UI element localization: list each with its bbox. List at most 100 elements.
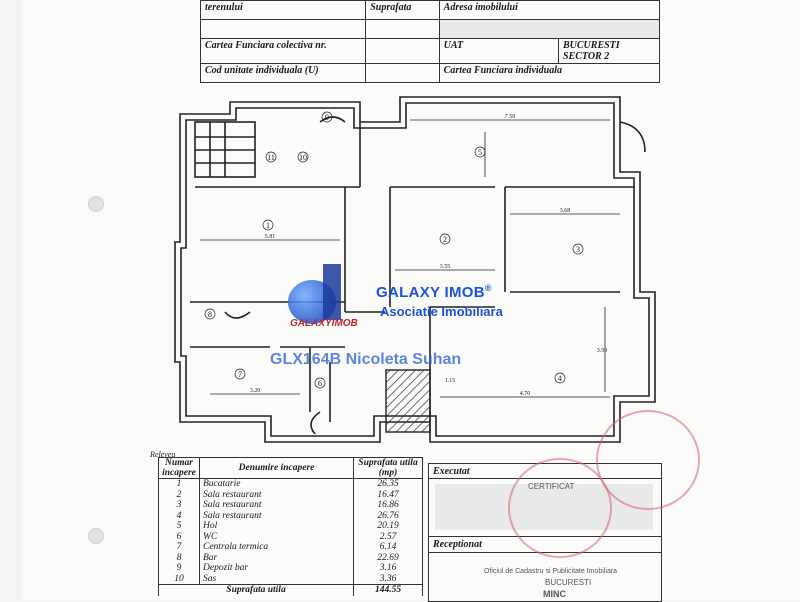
- legend-cell-nr: 6: [158, 531, 200, 542]
- cod-unitate-label: Cod unitate individuala (U): [199, 63, 367, 83]
- legend-cell-nr: 9: [158, 563, 200, 574]
- header-redacted-address: [438, 19, 661, 39]
- dim-4: 4.70: [520, 391, 531, 397]
- official-stamp-circle-2: [596, 410, 700, 510]
- floor-plan-drawing: 5.81 3.55 3.68 4.70 3.20 7.50 3.90 1.15 …: [174, 96, 656, 443]
- legend-title: Releveu: [150, 450, 176, 459]
- legend-cell-area: 6.14: [353, 542, 423, 553]
- cf-colectiva-label: Cartea Funciara colectiva nr.: [199, 38, 367, 64]
- dim-6: 7.50: [505, 114, 516, 120]
- room-number-10: 10: [299, 153, 307, 162]
- legend-cell-area: 26.35: [353, 478, 423, 490]
- legend-cell-area: 20.19: [353, 521, 423, 532]
- room-number-2: 2: [443, 235, 447, 244]
- legend-cell-name: Sala restaurant: [199, 500, 354, 511]
- watermark-agent: GLX164B Nicoleta Suhan: [270, 351, 462, 368]
- dim-7: 3.90: [597, 348, 608, 354]
- punch-hole-bottom: [88, 528, 104, 544]
- room-number-9: 9: [325, 113, 329, 122]
- executat-label: Executat: [433, 466, 470, 477]
- header-adresa-text: Adresa imobilului: [443, 2, 518, 13]
- header-table: terenului Suprafata Adresa imobilului Ca…: [199, 0, 661, 92]
- legend-cell-area: 26.76: [353, 510, 423, 521]
- door-arc-entrance: [619, 121, 646, 153]
- room-number-11: 11: [267, 153, 275, 162]
- legend-cell-nr: 8: [158, 552, 200, 563]
- registered-mark: ®: [484, 283, 492, 293]
- hatched-area: [385, 369, 431, 433]
- room-number-1: 1: [266, 221, 270, 230]
- stamp-text-certificat: CERTIFICAT: [528, 482, 575, 491]
- legend-cell-area: 3.16: [353, 563, 423, 574]
- legend-total-label: Suprafata utila: [158, 584, 354, 596]
- dim-8: 1.15: [445, 378, 456, 384]
- room-legend-table: Numar incapere Denumire incapere Suprafa…: [158, 457, 423, 596]
- legend-cell-name: Centrala termica: [199, 542, 354, 553]
- room-number-8: 8: [208, 310, 212, 319]
- dim-1: 5.81: [265, 234, 276, 240]
- legend-cell-area: 16.47: [353, 489, 423, 500]
- legend-cell-area: 3.36: [353, 573, 423, 585]
- header-cell-adresa: Adresa imobilului: [438, 0, 661, 20]
- legend-cell-name: Sas: [199, 573, 354, 585]
- watermark-brand: GALAXY IMOB®: [376, 283, 492, 301]
- stamp-text-office: Oficiul de Cadastru si Publicitate Imobi…: [484, 568, 618, 575]
- header-cell-suprafata: Suprafata: [365, 0, 440, 20]
- legend-col-name: Denumire incapere: [199, 457, 354, 479]
- outer-wall: [174, 96, 656, 443]
- legend-cell-name: Bucatarie: [199, 478, 354, 490]
- stamp-text-name: MINC: [543, 589, 566, 599]
- room-number-5: 5: [478, 148, 482, 157]
- legend-cell-name: Depozit bar: [199, 563, 354, 574]
- room-number-6: 6: [318, 379, 322, 388]
- dim-5: 3.20: [250, 388, 261, 394]
- uat-label: UAT: [438, 38, 560, 64]
- legend-col-area: Suprafata utila (mp): [353, 457, 423, 479]
- watermark-tagline: Asociatie Imobiliara: [380, 304, 503, 319]
- galaxy-logo-small-text: GALAXYIMOB: [290, 318, 358, 329]
- galaxy-logo-one-mark: [323, 264, 341, 320]
- header-cell-teren: terenului: [199, 0, 367, 20]
- legend-cell-name: Sala restaurant: [199, 489, 354, 500]
- dim-2: 3.55: [440, 264, 451, 270]
- stamp-text-city: BUCURESTI: [545, 578, 592, 587]
- legend-cell-area: 16.86: [353, 500, 423, 511]
- legend-total-value: 144.55: [353, 584, 423, 596]
- legend-cell-nr: 10: [158, 573, 200, 585]
- official-stamp-circle: [508, 458, 612, 558]
- legend-cell-name: WC: [199, 531, 354, 542]
- uat-value: BUCURESTI SECTOR 2: [558, 38, 660, 64]
- legend-col-nr: Numar incapere: [158, 457, 200, 479]
- header-teren-text: terenului: [205, 2, 243, 13]
- legend-cell-name: Sala restaurant: [199, 510, 354, 521]
- legend-cell-area: 22.69: [353, 552, 423, 563]
- legend-cell-nr: 3: [158, 500, 200, 511]
- legend-cell-area: 2.57: [353, 531, 423, 542]
- legend-cell-nr: 1: [158, 478, 200, 490]
- legend-cell-name: Hol: [199, 521, 354, 532]
- receptionat-label: Receptionat: [433, 539, 482, 550]
- room-number-4: 4: [558, 374, 562, 383]
- legend-cell-nr: 7: [158, 542, 200, 553]
- dim-3: 3.68: [560, 208, 571, 214]
- watermark-brand-text: GALAXY IMOB: [376, 284, 485, 301]
- room-number-7: 7: [238, 370, 242, 379]
- header-suprafata-text: Suprafata: [370, 2, 412, 13]
- legend-cell-nr: 5: [158, 521, 200, 532]
- floor-plan: 5.81 3.55 3.68 4.70 3.20 7.50 3.90 1.15 …: [150, 92, 670, 452]
- room-number-3: 3: [576, 245, 580, 254]
- legend-cell-nr: 4: [158, 510, 200, 521]
- legend-cell-name: Bar: [199, 552, 354, 563]
